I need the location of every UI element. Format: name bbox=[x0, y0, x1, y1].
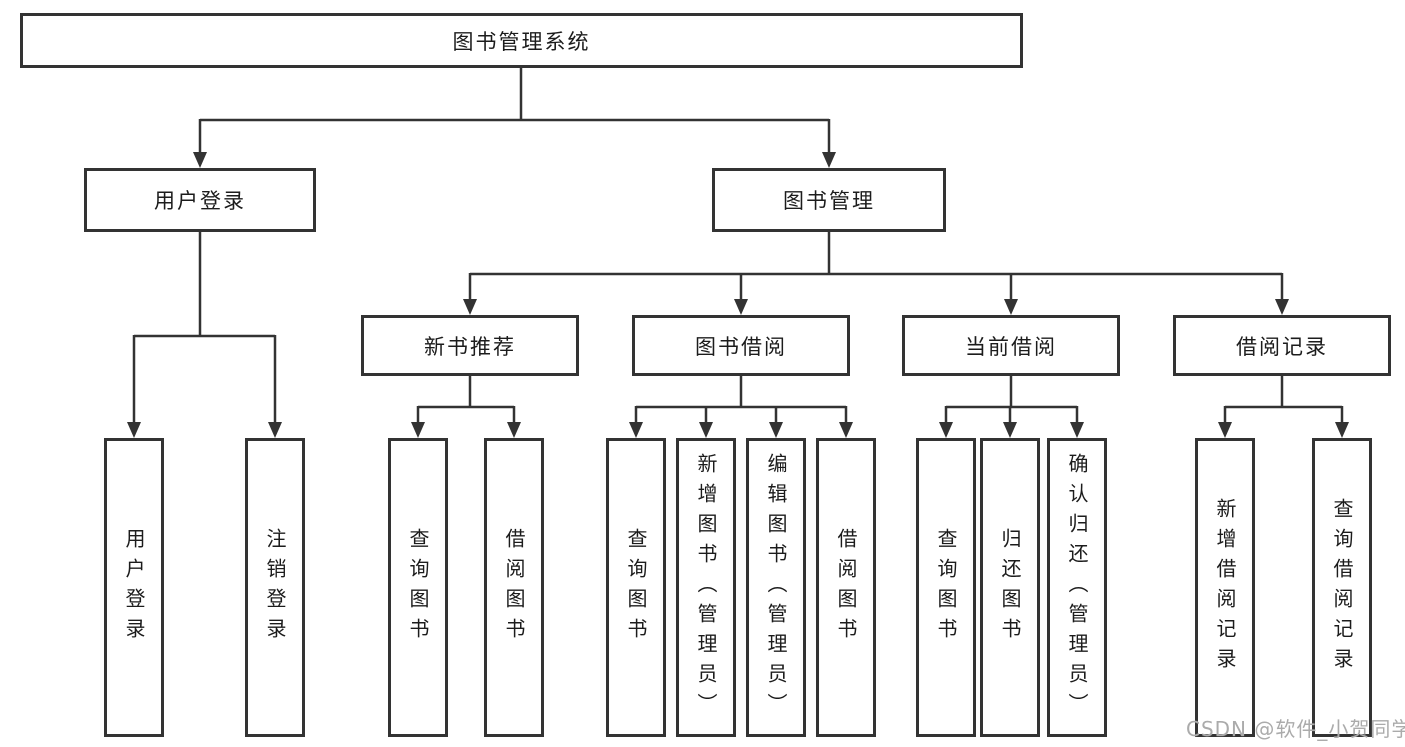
node-cb-confirm-return-admin-label: 确认归还（管理员） bbox=[1065, 452, 1089, 723]
node-bb-query-books: 查询图书 bbox=[606, 438, 666, 737]
node-nb-borrow-books-label: 借阅图书 bbox=[502, 527, 526, 648]
node-bb-edit-books-admin: 编辑图书（管理员） bbox=[746, 438, 806, 737]
node-user-login-leaf-label: 用户登录 bbox=[122, 527, 146, 648]
node-book-borrowing-label: 图书借阅 bbox=[695, 334, 787, 359]
node-cb-query-books-label: 查询图书 bbox=[934, 527, 958, 648]
node-bb-query-books-label: 查询图书 bbox=[624, 527, 648, 648]
tree-edges bbox=[132, 68, 1344, 424]
node-nb-query-books-label: 查询图书 bbox=[406, 527, 430, 648]
node-book-management: 图书管理 bbox=[712, 168, 946, 232]
node-bb-borrow-books: 借阅图书 bbox=[816, 438, 876, 737]
node-library-management-system-label: 图书管理系统 bbox=[452, 29, 591, 54]
node-library-management-system: 图书管理系统 bbox=[20, 13, 1023, 68]
node-bb-borrow-books-label: 借阅图书 bbox=[834, 527, 858, 648]
watermark: CSDN @软件_小贺同学 bbox=[1186, 717, 1405, 741]
node-bb-add-books-admin: 新增图书（管理员） bbox=[676, 438, 736, 737]
node-user-login-leaf: 用户登录 bbox=[104, 438, 164, 737]
node-cb-confirm-return-admin: 确认归还（管理员） bbox=[1047, 438, 1107, 737]
node-cb-return-books-label: 归还图书 bbox=[998, 527, 1022, 648]
node-br-query-record: 查询借阅记录 bbox=[1312, 438, 1372, 737]
node-nb-query-books: 查询图书 bbox=[388, 438, 448, 737]
node-user-login-label: 用户登录 bbox=[154, 189, 246, 213]
node-borrowing-records: 借阅记录 bbox=[1173, 315, 1391, 376]
node-bb-add-books-admin-label: 新增图书（管理员） bbox=[694, 452, 718, 723]
node-user-login: 用户登录 bbox=[84, 168, 316, 232]
node-new-book-recommend: 新书推荐 bbox=[361, 315, 579, 376]
node-book-management-label: 图书管理 bbox=[783, 189, 875, 213]
node-logout-label: 注销登录 bbox=[263, 527, 287, 648]
node-br-query-record-label: 查询借阅记录 bbox=[1330, 497, 1354, 678]
arrowhead-icons bbox=[127, 152, 1349, 438]
node-cb-return-books: 归还图书 bbox=[980, 438, 1040, 737]
node-cb-query-books: 查询图书 bbox=[916, 438, 976, 737]
node-logout: 注销登录 bbox=[245, 438, 305, 737]
node-current-borrowing-label: 当前借阅 bbox=[965, 334, 1057, 359]
node-br-add-record-label: 新增借阅记录 bbox=[1213, 497, 1237, 678]
node-nb-borrow-books: 借阅图书 bbox=[484, 438, 544, 737]
node-borrowing-records-label: 借阅记录 bbox=[1236, 334, 1328, 359]
node-current-borrowing: 当前借阅 bbox=[902, 315, 1120, 376]
node-book-borrowing: 图书借阅 bbox=[632, 315, 850, 376]
node-bb-edit-books-admin-label: 编辑图书（管理员） bbox=[764, 452, 788, 723]
node-br-add-record: 新增借阅记录 bbox=[1195, 438, 1255, 737]
node-new-book-recommend-label: 新书推荐 bbox=[424, 334, 516, 359]
